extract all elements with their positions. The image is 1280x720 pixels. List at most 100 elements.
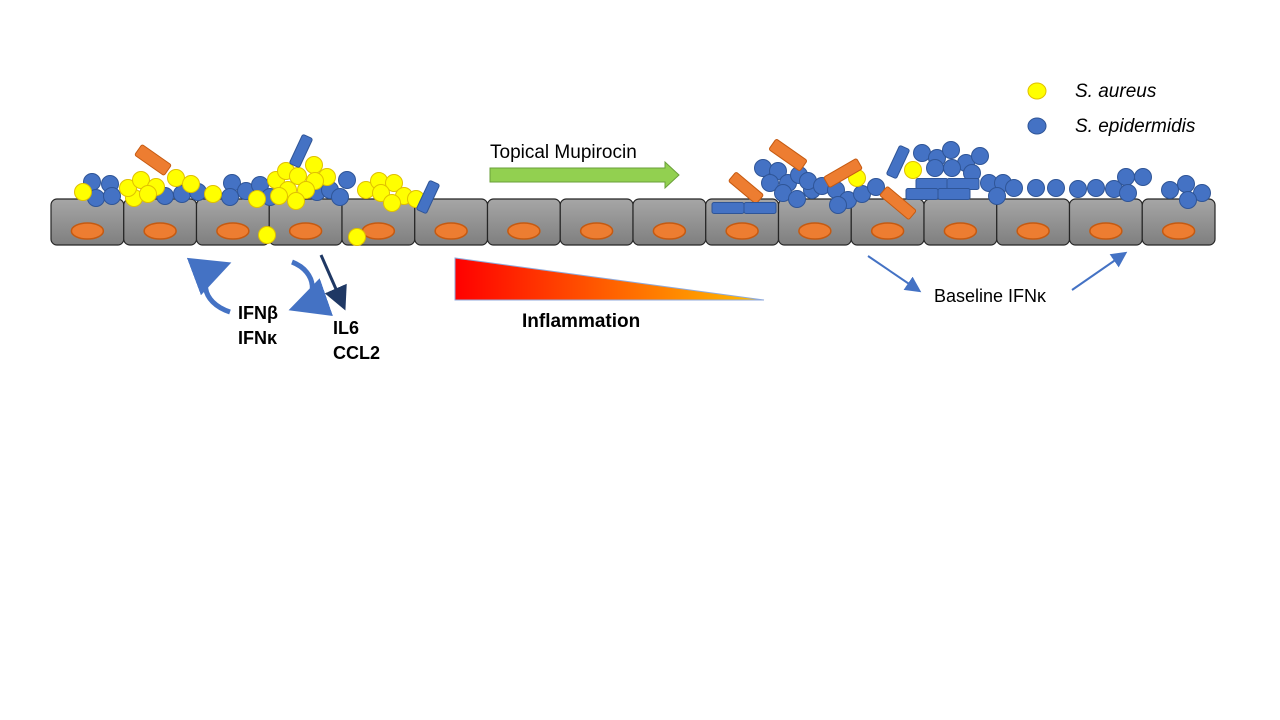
- treatment-label: Topical Mupirocin: [490, 142, 637, 163]
- curved-arrow-right-icon: [288, 259, 333, 316]
- ifn-kappa-label: IFNκ: [238, 328, 278, 348]
- rod-bacterium: [823, 158, 863, 188]
- rod-bacterium: [728, 172, 764, 204]
- epithelial-cell: [50, 198, 125, 246]
- green-arrow-icon: [489, 160, 680, 190]
- s-aureus-coccus: [305, 156, 323, 174]
- rod-bacterium: [879, 186, 917, 220]
- nucleus: [434, 222, 468, 240]
- rod-bacterium: [768, 139, 808, 171]
- legend-label-epidermidis: S. epidermidis: [1075, 116, 1196, 137]
- nucleus: [216, 222, 250, 240]
- down-arrow-icon: [319, 254, 347, 311]
- s-epidermidis-coccus: [942, 141, 960, 159]
- s-aureus-coccus: [383, 194, 401, 212]
- s-epidermidis-coccus: [926, 159, 944, 177]
- curved-arrow-left-icon: [186, 257, 232, 315]
- epithelial-cell: [1141, 198, 1216, 246]
- s-aureus-coccus: [167, 169, 185, 187]
- rod-bacterium: [915, 178, 949, 190]
- epithelial-cell: [850, 198, 925, 246]
- nucleus: [725, 222, 759, 240]
- rod-bacterium: [416, 180, 440, 214]
- nucleus: [361, 222, 396, 240]
- epithelial-cell: [996, 198, 1071, 246]
- nucleus: [1016, 222, 1050, 240]
- epithelial-cell: [632, 198, 707, 246]
- s-epidermidis-coccus: [788, 190, 806, 208]
- s-epidermidis-coccus: [1047, 179, 1065, 197]
- s-aureus-coccus: [119, 179, 137, 197]
- cell-body: [1141, 198, 1216, 246]
- rod-bacterium: [711, 202, 745, 214]
- epithelial-cell: [923, 198, 998, 246]
- nucleus: [798, 222, 832, 240]
- rod-bacterium: [905, 188, 939, 200]
- s-epidermidis-coccus: [971, 147, 989, 165]
- s-epidermidis-coccus: [1117, 168, 1135, 186]
- inflammation-gradient: Inflammation: [454, 257, 765, 332]
- s-epidermidis-coccus: [1177, 175, 1195, 193]
- nucleus: [143, 222, 177, 240]
- nucleus: [507, 222, 541, 240]
- rod-bacterium: [886, 145, 910, 179]
- il6-label: IL6: [333, 318, 359, 338]
- s-epidermidis-coccus: [1087, 179, 1105, 197]
- bacteria-layer: [74, 134, 1211, 246]
- s-aureus-coccus: [287, 192, 305, 210]
- s-epidermidis-coccus: [829, 196, 847, 214]
- epithelial-cell: [559, 198, 634, 246]
- nucleus: [70, 222, 105, 240]
- epithelial-cell: [1068, 198, 1143, 246]
- baseline-ifn: Baseline IFNκ: [867, 251, 1128, 306]
- rod-bacterium: [289, 134, 313, 168]
- s-epidermidis-coccus: [331, 188, 349, 206]
- ifn-beta-label: IFNβ: [238, 303, 278, 323]
- s-aureus-coccus: [139, 185, 157, 203]
- legend: S. aureus S. epidermidis: [1027, 81, 1196, 137]
- arrow-up-right-icon: [1071, 251, 1128, 291]
- s-epidermidis-coccus: [103, 187, 121, 205]
- rod-bacterium: [946, 178, 980, 190]
- epithelial-layer: [50, 198, 1216, 246]
- nucleus: [652, 222, 687, 240]
- rod-bacterium: [937, 188, 971, 200]
- nucleus: [1089, 222, 1123, 240]
- treatment-arrow: Topical Mupirocin: [489, 142, 680, 190]
- s-aureus-coccus: [348, 228, 366, 246]
- s-epidermidis-coccus: [913, 144, 931, 162]
- cytokine-output: IL6 CCL2: [319, 254, 380, 363]
- ccl2-label: CCL2: [333, 343, 380, 363]
- s-epidermidis-coccus: [1069, 180, 1087, 198]
- s-aureus-coccus: [204, 185, 222, 203]
- s-epidermidis-coccus: [1027, 179, 1045, 197]
- s-epidermidis-coccus: [1134, 168, 1152, 186]
- s-epidermidis-coccus: [1179, 191, 1197, 209]
- s-aureus-coccus: [385, 174, 403, 192]
- s-aureus-coccus: [74, 183, 92, 201]
- nucleus: [870, 222, 905, 240]
- s-epidermidis-coccus: [988, 187, 1006, 205]
- nucleus: [288, 222, 323, 240]
- s-epidermidis-coccus: [761, 174, 779, 192]
- nucleus: [579, 222, 614, 240]
- s-aureus-coccus: [270, 187, 288, 205]
- s-aureus-coccus: [182, 175, 200, 193]
- s-epidermidis-coccus: [221, 188, 239, 206]
- nucleus: [1161, 222, 1196, 240]
- baseline-label: Baseline IFNκ: [934, 286, 1047, 306]
- inflammation-wedge: [454, 257, 765, 301]
- s-epidermidis-coccus: [1119, 184, 1137, 202]
- rod-bacterium: [743, 202, 777, 214]
- inflammation-label: Inflammation: [522, 311, 640, 332]
- s-epidermidis-coccus: [867, 178, 885, 196]
- epithelial-cell: [268, 198, 343, 246]
- arrow-down-right-icon: [867, 255, 922, 293]
- s-epidermidis-coccus: [943, 159, 961, 177]
- legend-label-aureus: S. aureus: [1075, 81, 1157, 102]
- s-epidermidis-coccus: [754, 159, 772, 177]
- s-epidermidis-coccus: [1005, 179, 1023, 197]
- s-aureus-coccus: [248, 190, 266, 208]
- legend-swatch-aureus: [1027, 82, 1047, 100]
